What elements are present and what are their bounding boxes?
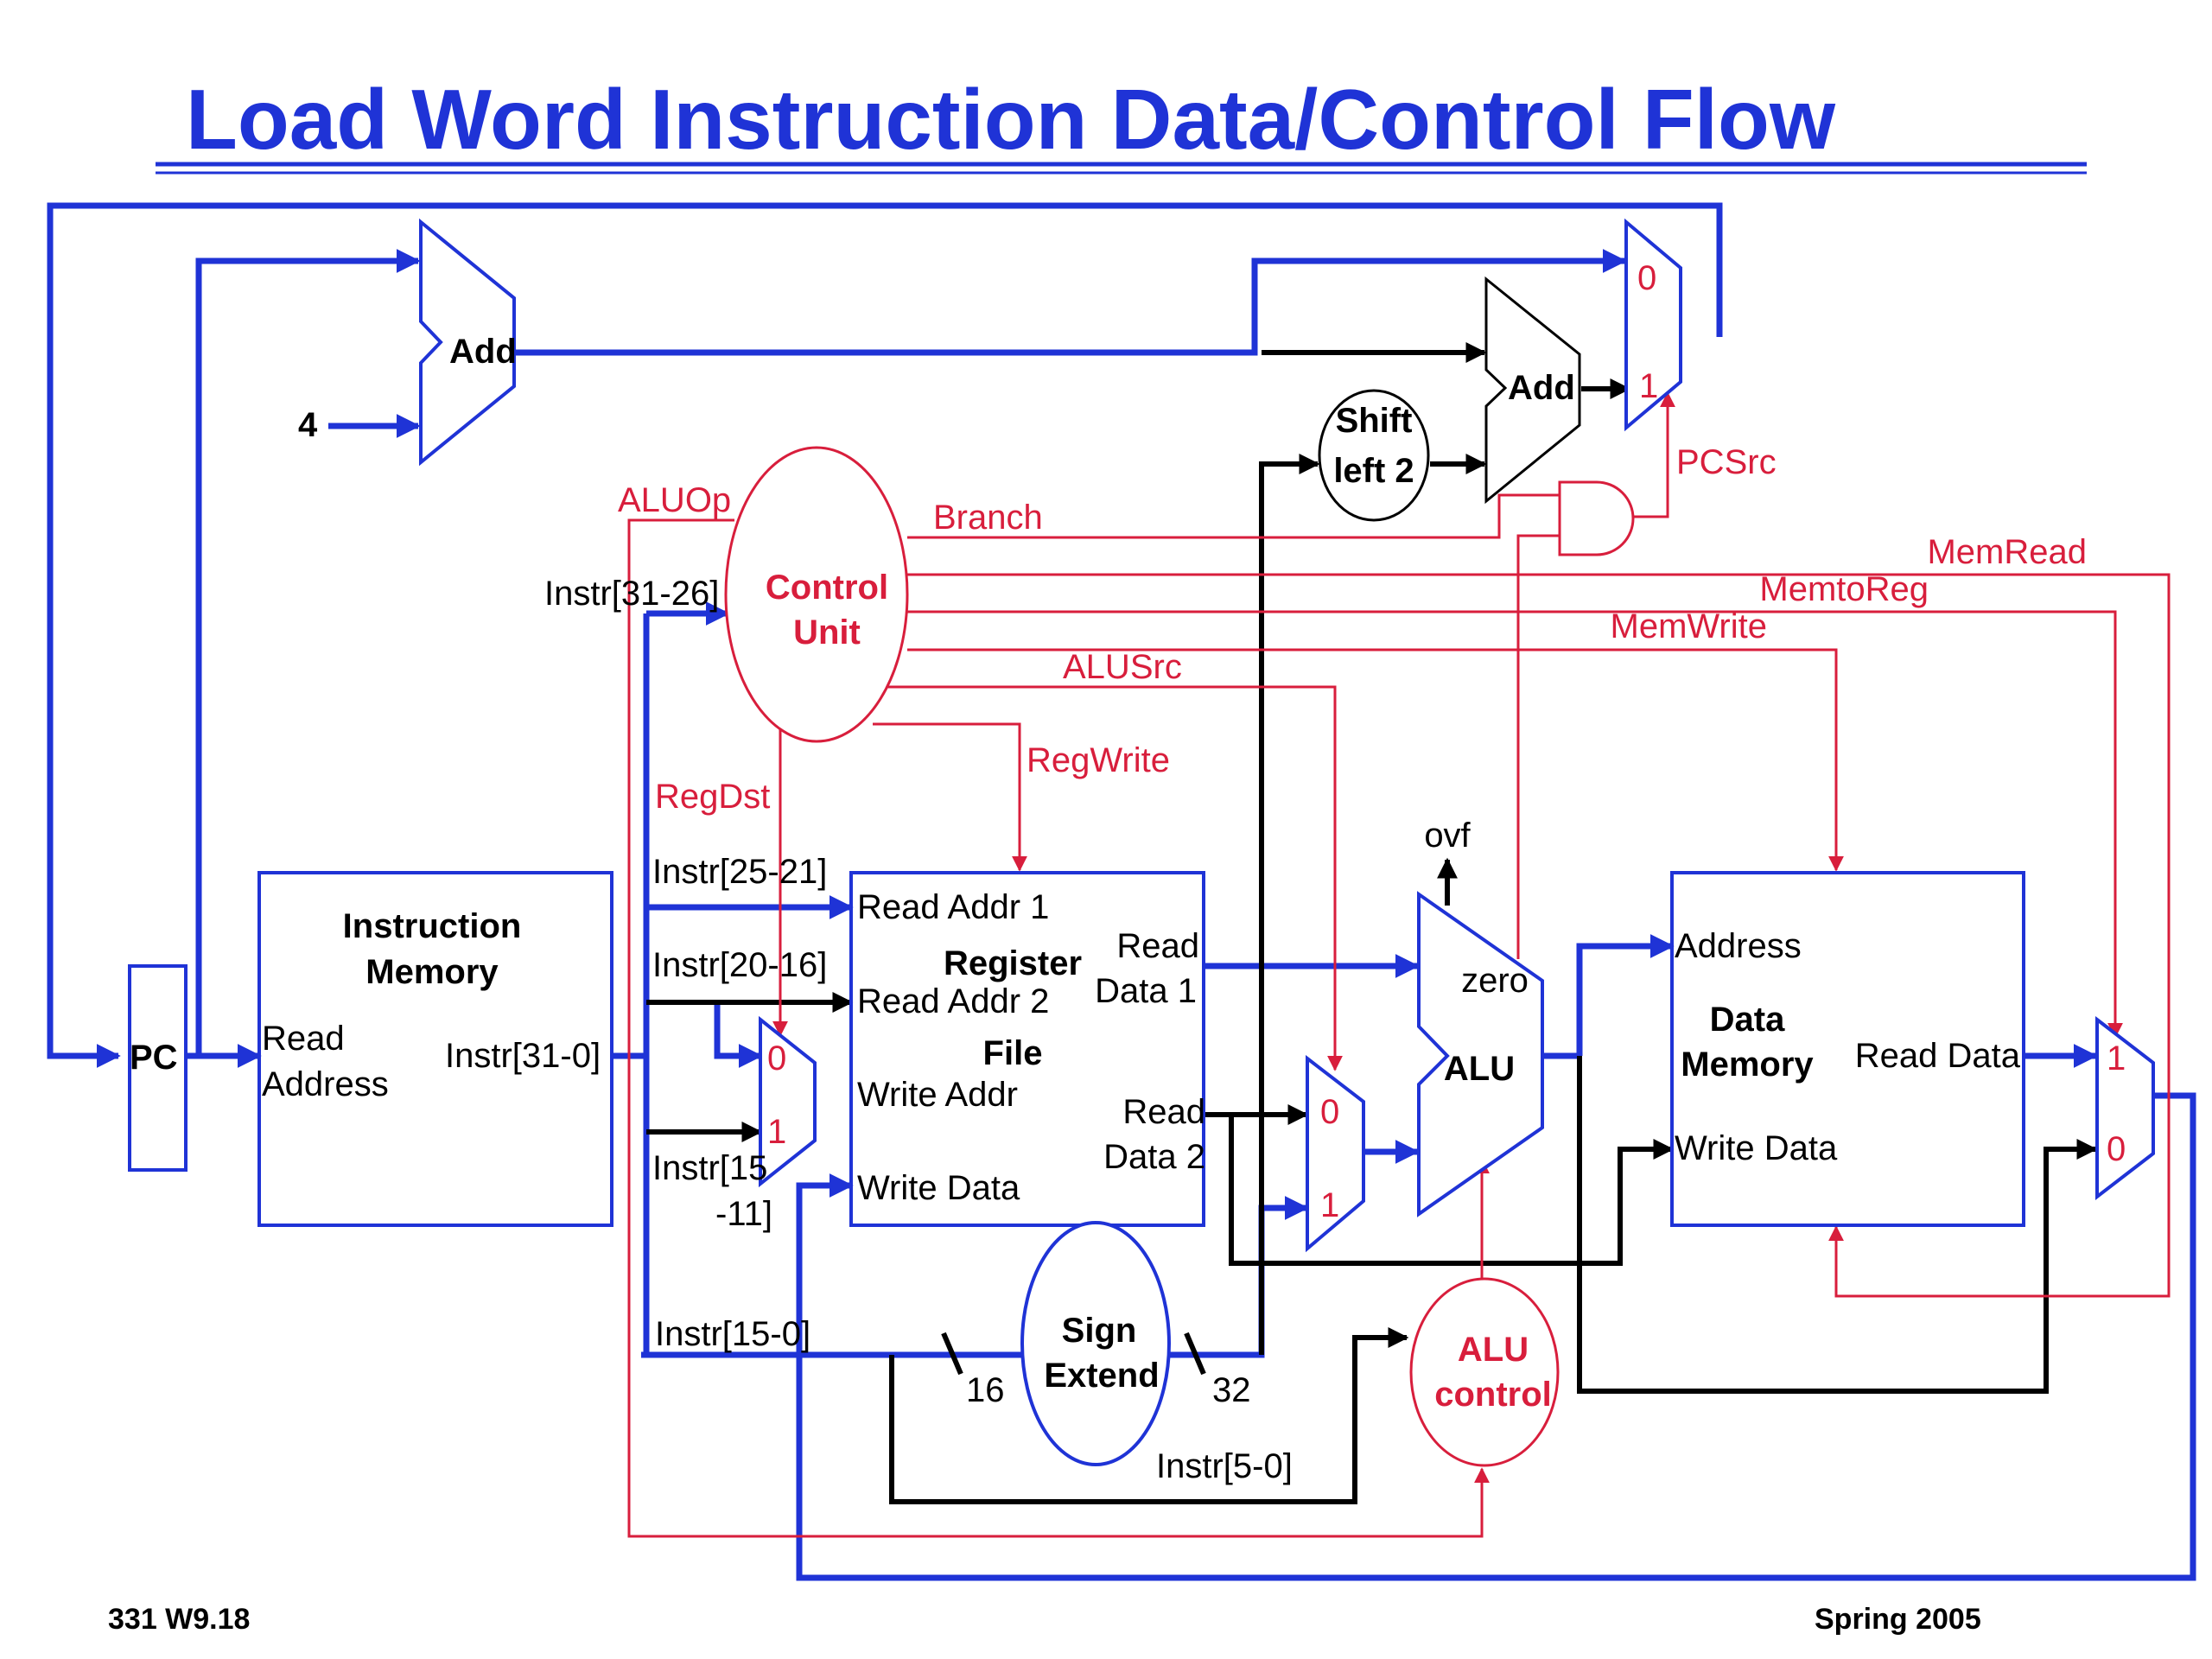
alusrc-mux-0: 0	[1320, 1093, 1339, 1131]
slide-title: Load Word Instruction Data/Control Flow	[186, 72, 1836, 167]
regfile-label-1: Register	[944, 944, 1082, 982]
wb-mux-0: 0	[2107, 1130, 2126, 1168]
pc-label: PC	[130, 1039, 178, 1077]
alusrc-mux	[1306, 1054, 1365, 1253]
pc-source-mux	[1624, 218, 1682, 432]
rf-read-data2-a: Read	[1122, 1093, 1205, 1131]
pc-mux-0: 0	[1637, 259, 1656, 297]
shift-left-label-2: left 2	[1333, 452, 1414, 490]
rf-read-data2-b: Data 2	[1103, 1138, 1205, 1176]
dmem-label-1: Data	[1710, 1001, 1785, 1039]
data-memory	[1670, 871, 2025, 1227]
regdst-label: RegDst	[655, 778, 770, 816]
instr-20-16-label: Instr[20-16]	[652, 946, 827, 984]
instr-15-11-label-b: -11]	[715, 1195, 772, 1233]
instruction-memory	[257, 871, 613, 1227]
sign-extend-label-2: Extend	[1044, 1357, 1159, 1395]
control-unit	[724, 446, 909, 743]
constant-four: 4	[298, 406, 318, 444]
alu-label: ALU	[1444, 1050, 1515, 1088]
alu-control-label-1: ALU	[1458, 1331, 1529, 1369]
rf-read-addr1: Read Addr 1	[857, 888, 1049, 926]
control-unit-label-1: Control	[766, 569, 888, 607]
imem-label-1: Instruction	[343, 907, 522, 945]
ovf-label: ovf	[1424, 817, 1471, 855]
imem-read-label: Read	[262, 1020, 345, 1058]
alu	[1417, 891, 1544, 1217]
aluop-label: ALUOp	[618, 481, 731, 519]
alu-zero-label: zero	[1461, 962, 1529, 1000]
dmem-read-data-label: Read Data	[1855, 1037, 2021, 1075]
sign-extend-label-1: Sign	[1062, 1312, 1137, 1350]
rf-read-data1-a: Read	[1116, 927, 1199, 965]
imem-address-label: Address	[262, 1065, 389, 1103]
wb-mux-1: 1	[2107, 1039, 2126, 1077]
rf-write-data: Write Data	[857, 1169, 1020, 1207]
instr-15-0-label: Instr[15-0]	[655, 1315, 810, 1353]
regdst-mux-1: 1	[767, 1113, 786, 1151]
regwrite-label: RegWrite	[1027, 741, 1170, 779]
inactive-datapath-wires	[646, 342, 2098, 1504]
regdst-mux	[759, 1015, 817, 1188]
alu-control-label-2: control	[1434, 1376, 1552, 1414]
pc-register	[128, 964, 188, 1172]
control-wires	[627, 391, 2171, 1538]
regfile-label-2: File	[983, 1034, 1043, 1072]
sign-extend	[1020, 1221, 1171, 1466]
memwrite-label: MemWrite	[1611, 607, 1767, 645]
branch-label: Branch	[933, 499, 1043, 537]
pc-mux-1: 1	[1639, 367, 1658, 405]
memtoreg-mux	[2095, 1015, 2155, 1201]
instr-25-21-label: Instr[25-21]	[652, 853, 827, 891]
imem-label-2: Memory	[365, 953, 499, 991]
shift-left-2	[1318, 389, 1430, 522]
instr-15-11-label-a: Instr[15	[652, 1149, 767, 1187]
dmem-address-label: Address	[1675, 927, 1802, 965]
regdst-mux-0: 0	[767, 1039, 786, 1077]
branch-adder	[1484, 276, 1581, 505]
rf-write-addr: Write Addr	[857, 1076, 1018, 1114]
alu-control	[1409, 1277, 1560, 1467]
memread-label: MemRead	[1927, 533, 2087, 571]
shift-left-label-1: Shift	[1336, 402, 1413, 440]
branch-and-gate	[1558, 480, 1635, 556]
control-unit-label-2: Unit	[793, 613, 861, 652]
footer-date: Spring 2005	[1815, 1603, 1981, 1636]
dmem-write-data-label: Write Data	[1675, 1129, 1838, 1167]
bus-width-16: 16	[966, 1371, 1005, 1409]
dmem-label-2: Memory	[1681, 1046, 1814, 1084]
pc-adder	[419, 218, 516, 467]
bus-width-32: 32	[1212, 1371, 1251, 1409]
branch-adder-label: Add	[1508, 369, 1575, 407]
alusrc-mux-1: 1	[1320, 1186, 1339, 1224]
footer-slide-number: 331 W9.18	[108, 1603, 250, 1636]
instr-5-0-label: Instr[5-0]	[1156, 1447, 1293, 1485]
imem-output-label: Instr[31-0]	[445, 1037, 601, 1075]
pcsrc-label: PCSrc	[1676, 443, 1777, 481]
alusrc-label: ALUSrc	[1063, 648, 1182, 686]
register-file	[849, 871, 1205, 1227]
pc-adder-label: Add	[449, 333, 517, 371]
memtoreg-label: MemtoReg	[1759, 570, 1929, 608]
rf-read-addr2: Read Addr 2	[857, 982, 1049, 1020]
instr-31-26-label: Instr[31-26]	[544, 575, 719, 613]
rf-read-data1-b: Data 1	[1095, 972, 1197, 1010]
